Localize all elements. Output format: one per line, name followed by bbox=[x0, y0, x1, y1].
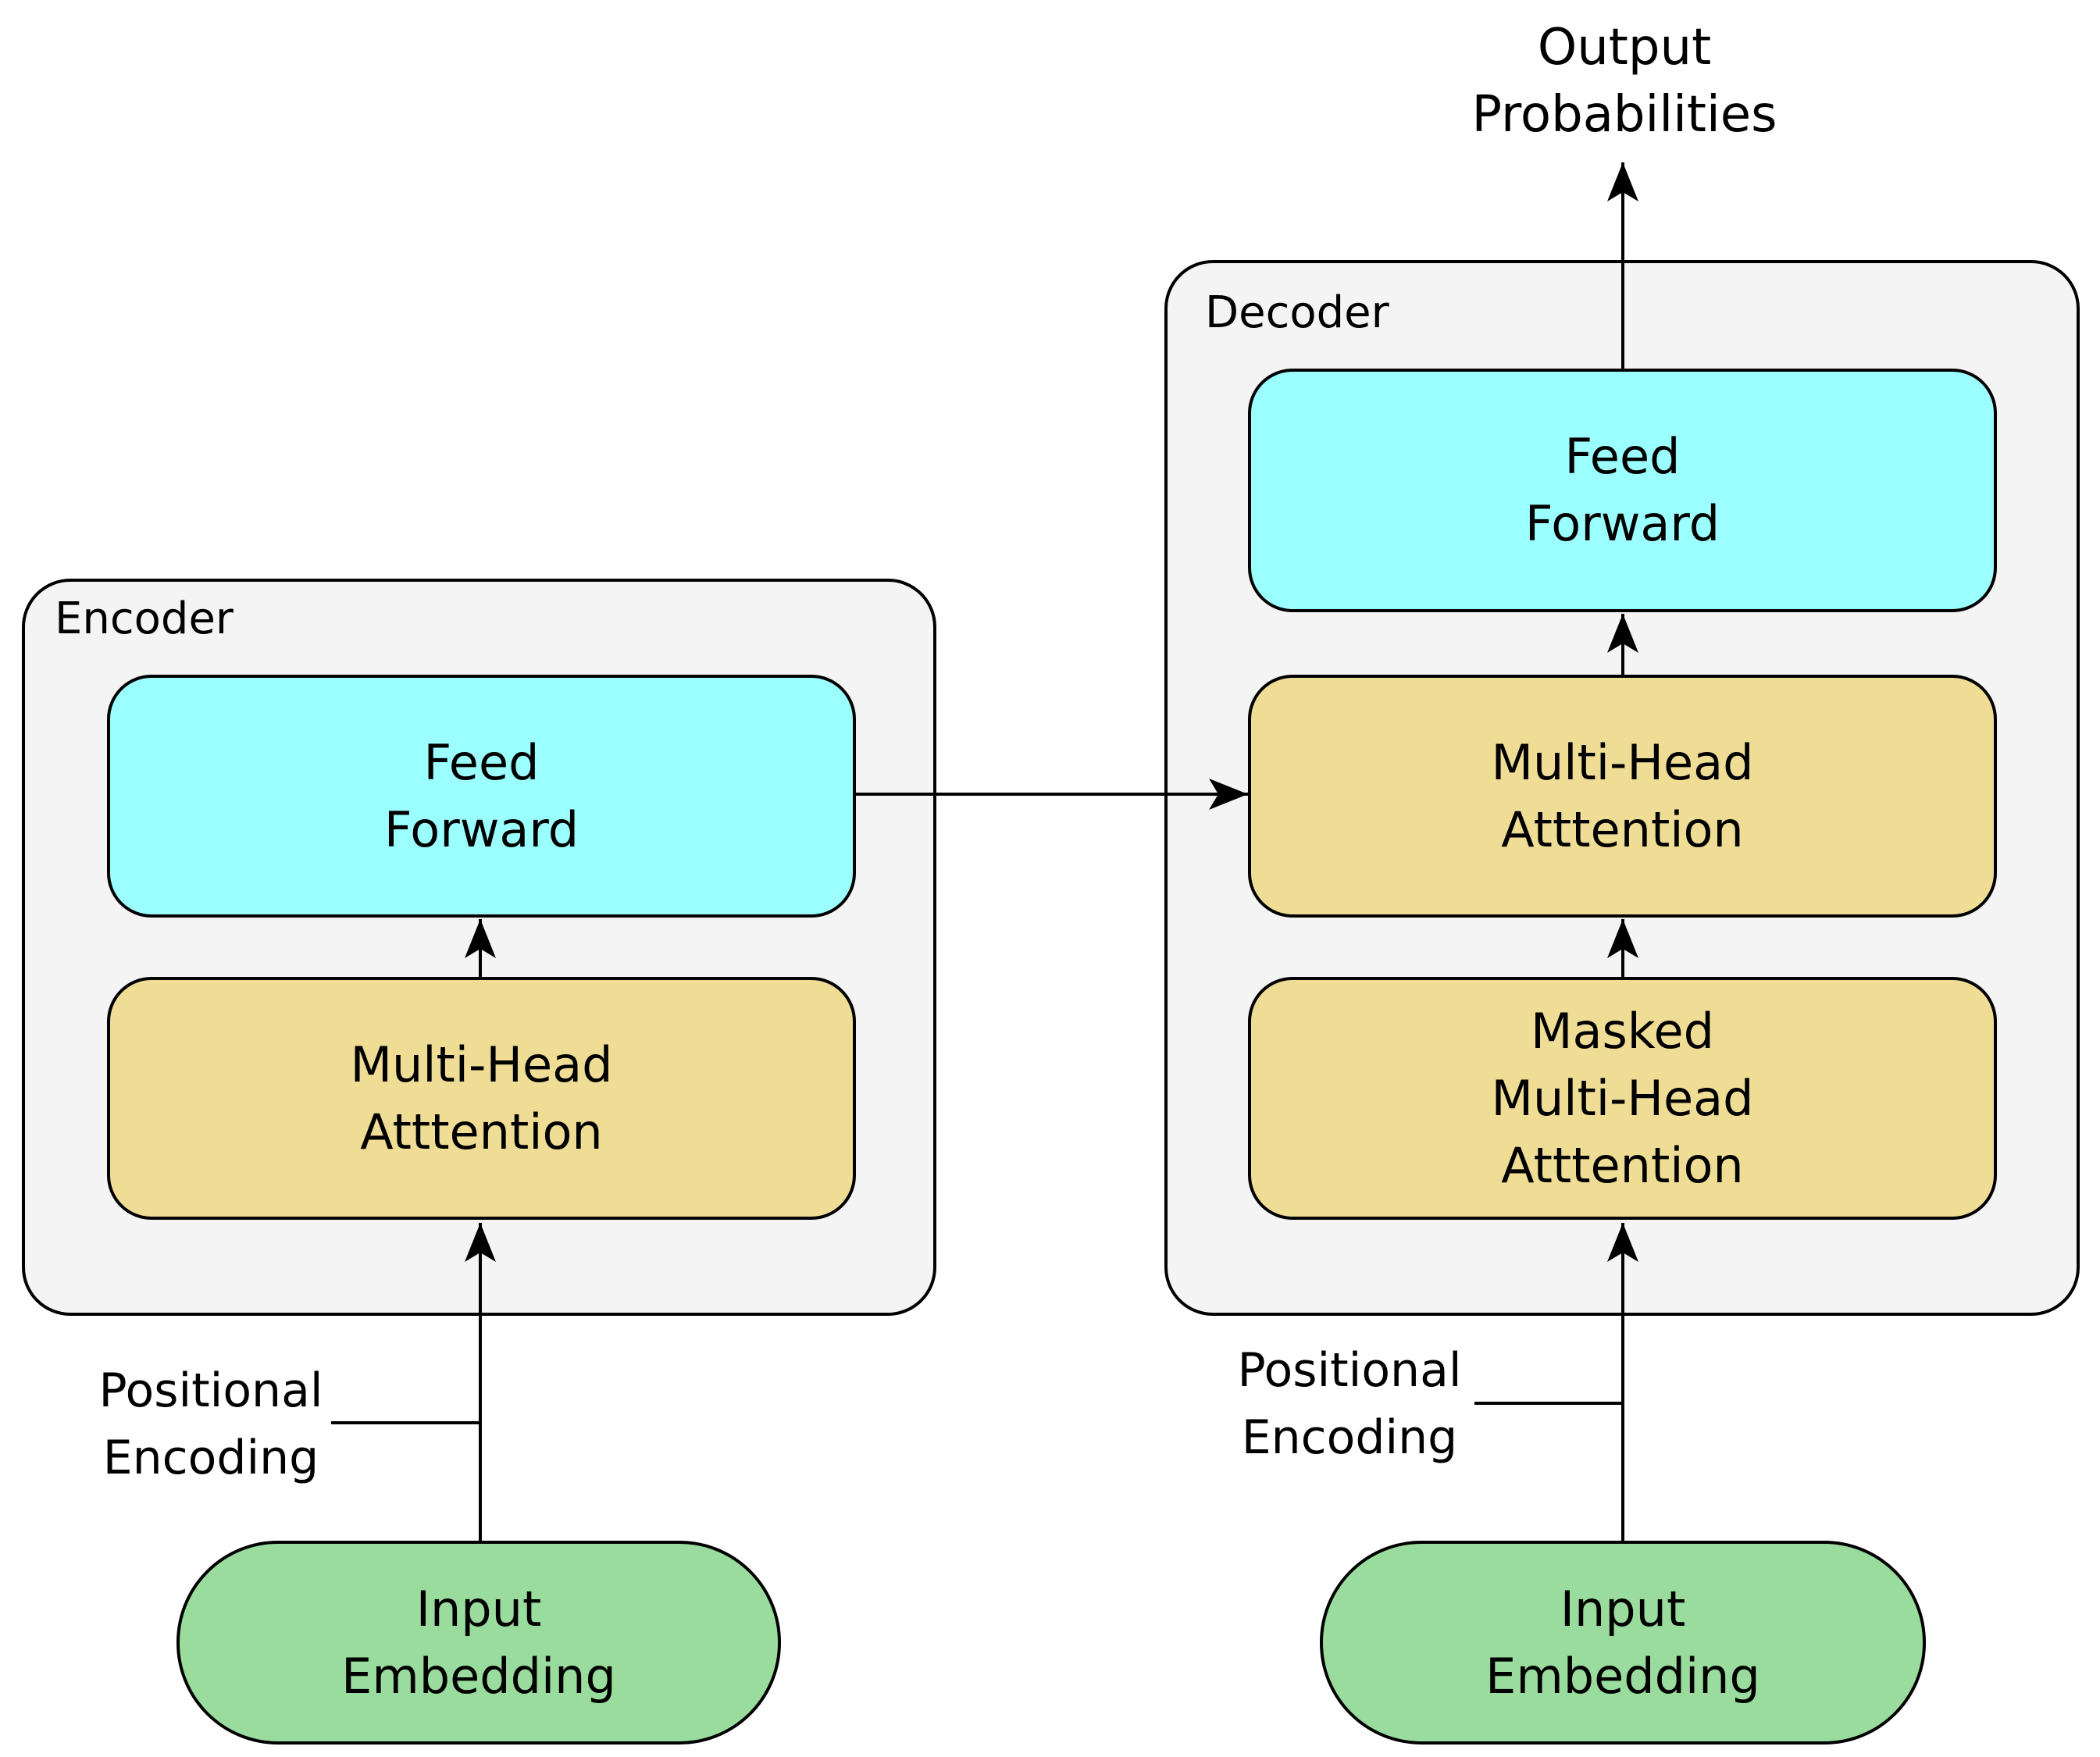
decoder-masked-attention-label: Masked Multi-Head Atttention bbox=[1491, 1002, 1754, 1194]
encoder-title: Encoder bbox=[55, 593, 234, 644]
decoder-input-embedding-label: Input Embedding bbox=[1485, 1580, 1760, 1705]
encoder-feed-forward-label: Feed Forward bbox=[383, 733, 579, 858]
output-probabilities-label: Output Probabilities bbox=[1471, 19, 1777, 144]
encoder-positional-encoding-label: Positional Encoding bbox=[98, 1363, 323, 1485]
decoder-feed-forward-label: Feed Forward bbox=[1524, 428, 1720, 552]
decoder-title: Decoder bbox=[1205, 287, 1389, 338]
decoder-attention-label: Multi-Head Atttention bbox=[1491, 733, 1754, 858]
decoder-positional-encoding-label: Positional Encoding bbox=[1237, 1343, 1462, 1465]
encoder-attention-label: Multi-Head Atttention bbox=[350, 1035, 613, 1160]
encoder-input-embedding-label: Input Embedding bbox=[341, 1580, 616, 1705]
encoder-feed-forward-block bbox=[107, 675, 856, 918]
